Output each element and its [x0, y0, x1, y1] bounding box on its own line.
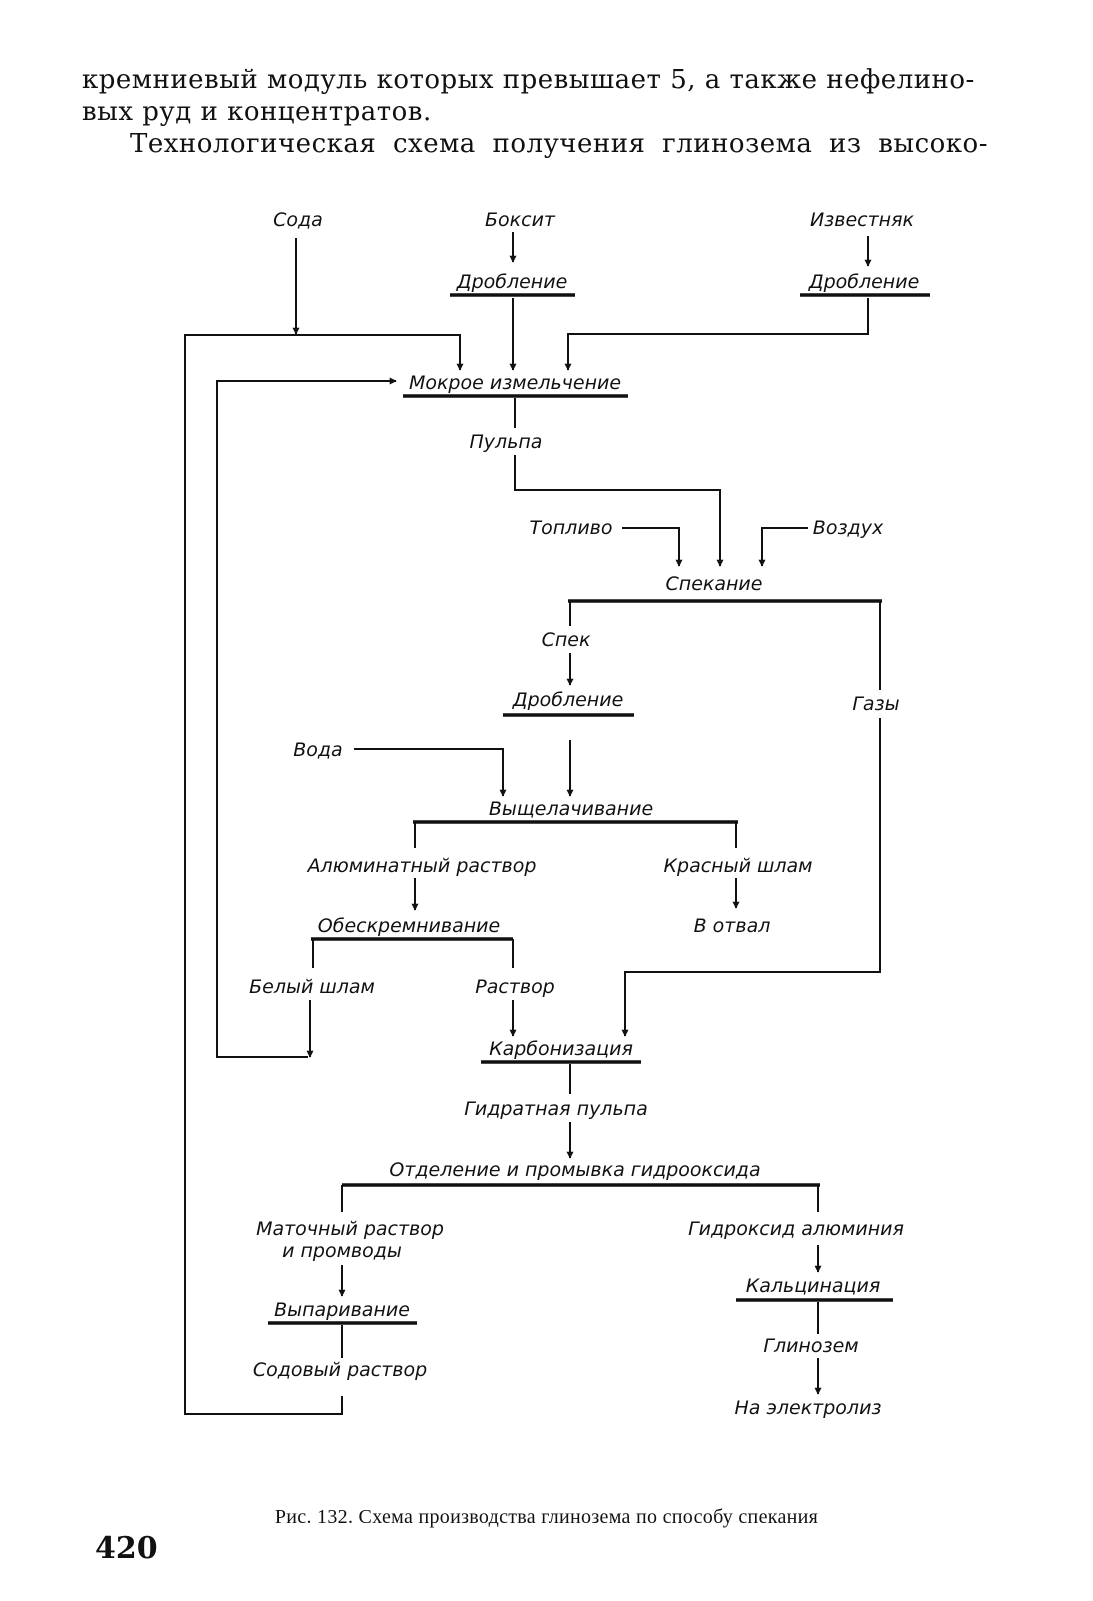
node-wet-grinding: Мокрое измельчение [409, 372, 621, 394]
node-fuel: Топливо [530, 517, 613, 539]
arrow-water [354, 748, 507, 797]
arrow-soda-solution-recycle [184, 334, 464, 1415]
node-labels: Сода Боксит Известняк Дробление Дроблени… [249, 209, 919, 1419]
node-mother-liquor-line2: и промводы [282, 1240, 402, 1262]
node-to-dump: В отвал [694, 915, 771, 937]
page-number: 420 [95, 1531, 158, 1566]
node-pulp: Пульпа [470, 431, 543, 453]
node-crushing-sinter: Дробление [512, 689, 624, 711]
node-white-mud: Белый шлам [249, 976, 375, 998]
node-limestone: Известняк [810, 209, 915, 231]
arrow-pulp-to-sintering [514, 455, 724, 567]
node-gases: Газы [852, 693, 899, 715]
figure-caption: Рис. 132. Схема производства глинозема п… [274, 1506, 819, 1528]
arrow-gases-carbonization [621, 718, 881, 1037]
process-underlines [268, 293, 930, 1325]
body-text-paragraph: кремниевый модуль которых превышает 5, а… [82, 64, 988, 128]
node-aluminate-solution: Алюминатный раствор [306, 855, 537, 877]
node-crushing-limestone: Дробление [808, 271, 920, 293]
node-crushing-bauxite: Дробление [456, 271, 568, 293]
node-mother-liquor: Маточный раствор [256, 1218, 444, 1240]
node-calcination: Кальцинация [746, 1275, 881, 1297]
arrow-fuel [622, 527, 683, 567]
arrow-air [758, 527, 808, 567]
node-sintering: Спекание [666, 573, 763, 595]
node-air: Воздух [813, 517, 884, 539]
node-alumina: Глинозем [763, 1335, 858, 1357]
node-soda-solution: Содовый раствор [253, 1359, 427, 1381]
body-text-line-1: кремниевый модуль которых превышает 5, а… [82, 65, 975, 95]
node-evaporation: Выпаривание [274, 1299, 410, 1321]
node-bauxite: Боксит [485, 209, 556, 231]
node-separation: Отделение и промывка гидрооксида [389, 1159, 760, 1181]
node-aluminium-hydroxide: Гидроксид алюминия [688, 1218, 904, 1240]
node-desilication: Обескремнивание [318, 915, 500, 937]
node-hydrate-pulp: Гидратная пульпа [464, 1098, 647, 1120]
node-solution: Раствор [475, 976, 555, 998]
flow-arrows [184, 232, 881, 1415]
arrow-white-mud-recycle [216, 377, 397, 1058]
node-red-mud: Красный шлам [664, 855, 813, 877]
node-soda: Сода [273, 209, 323, 231]
node-to-electrolysis: На электролиз [734, 1397, 881, 1419]
node-leaching: Выщелачивание [489, 798, 653, 820]
arrow-limestone-to-grinding [564, 298, 869, 371]
body-text-line-2: вых руд и концентратов. [82, 97, 432, 127]
node-carbonization: Карбонизация [489, 1038, 633, 1060]
node-sinter: Спек [542, 629, 591, 651]
body-text-line-3: Технологическая схема получения глинозем… [130, 129, 988, 159]
node-water: Вода [293, 739, 342, 761]
